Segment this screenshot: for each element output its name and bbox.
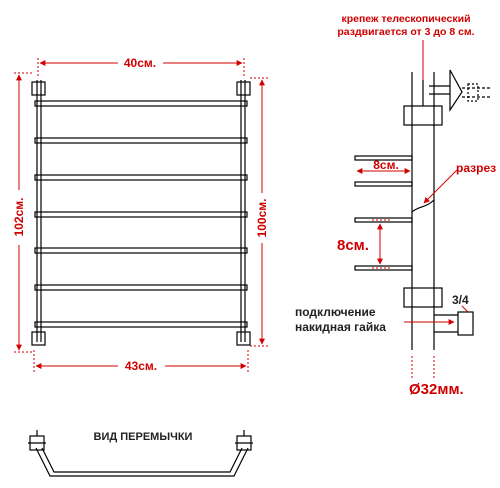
rung: [34, 211, 248, 218]
side-rung: [354, 217, 413, 223]
jumper-view: [28, 430, 253, 477]
rung-depth-label: 8см.: [373, 158, 399, 172]
jumper-bar: [35, 447, 249, 477]
bottom-right-cap: [236, 331, 251, 346]
rungs: [34, 100, 248, 328]
top-bracket-block: [403, 105, 443, 126]
rung: [34, 321, 248, 328]
rung: [34, 100, 248, 107]
top-left-cap: [31, 81, 46, 96]
bottom-bracket-block: [403, 287, 443, 308]
jumper-view-label: ВИД ПЕРЕМЫЧКИ: [94, 431, 193, 443]
cut-leader: [423, 169, 458, 204]
thread-label: 3/4: [452, 293, 469, 307]
height-inner-label: 100см.: [255, 199, 269, 238]
side-rung: [354, 265, 413, 271]
front-dimensions: [14, 58, 270, 372]
thread-leader: [461, 305, 469, 313]
union-nut: [457, 311, 474, 336]
width-bottom-label: 43см.: [125, 359, 157, 373]
rung: [34, 247, 248, 254]
rung: [34, 137, 248, 144]
side-rung: [354, 181, 413, 187]
mount-label-line2: раздвигается от 3 до 8 см.: [337, 26, 474, 38]
pipe-diameter-label: Ø32мм.: [409, 381, 464, 398]
side-rung: [354, 155, 413, 161]
front-view: [31, 80, 251, 346]
rung-spacing-label: 8см.: [337, 237, 369, 254]
connection-label-line2: накидная гайка: [295, 320, 386, 334]
cut-label: разрез: [456, 161, 496, 175]
connection-label-line1: подключение: [295, 305, 376, 319]
mount-label-line1: крепеж телескопический: [341, 13, 470, 25]
wall-flange: [449, 69, 463, 112]
width-top-label: 40см.: [124, 56, 156, 70]
height-outer-label: 102см.: [12, 198, 26, 237]
side-view: [354, 69, 492, 350]
rung: [34, 174, 248, 181]
top-right-cap: [236, 81, 251, 96]
side-dimensions: [356, 40, 469, 380]
bottom-left-cap: [31, 331, 46, 346]
section-break: [411, 199, 435, 213]
rung: [34, 284, 248, 291]
